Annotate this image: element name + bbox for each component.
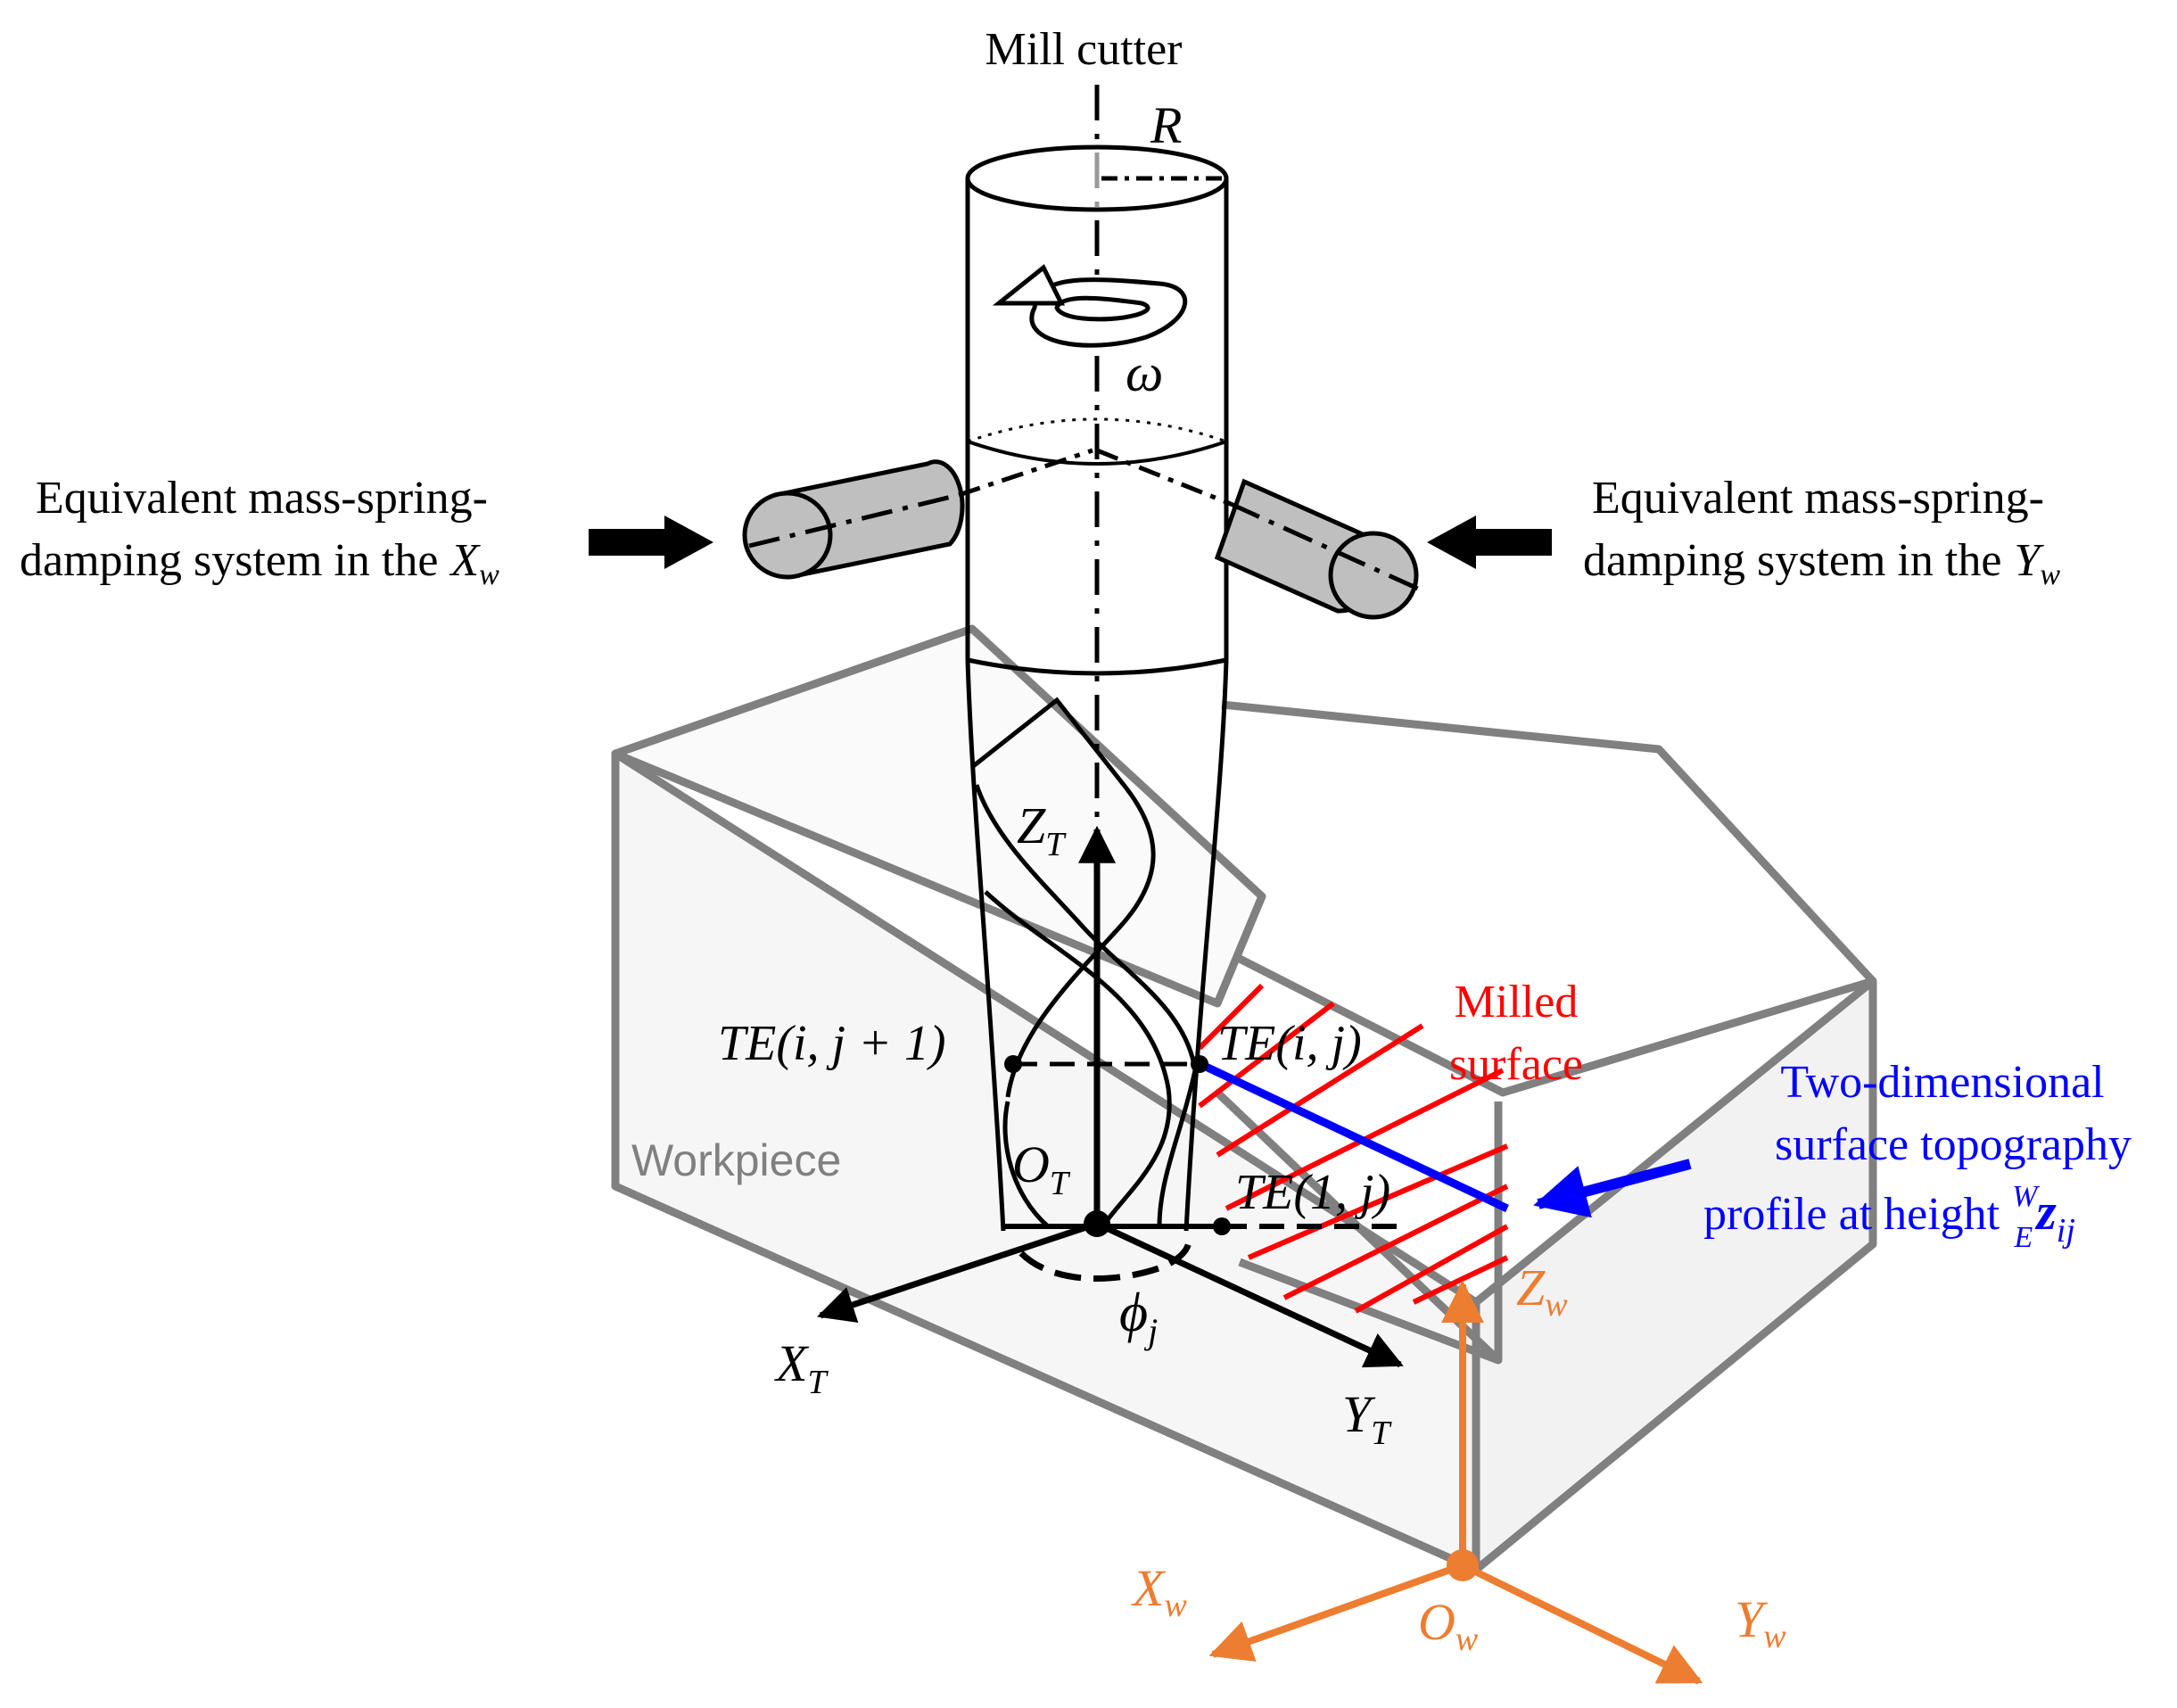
workpiece-frame xyxy=(1208,1280,1703,1685)
tool-frame xyxy=(817,825,1404,1368)
x-t-axis xyxy=(817,1220,1099,1324)
o-w-label: Ow xyxy=(1418,1593,1479,1658)
workpiece-side-face xyxy=(1472,977,1877,1574)
z-w-label: Zw xyxy=(1516,1258,1568,1324)
x-w-axis xyxy=(1208,1562,1464,1663)
rotation-arrow-icon xyxy=(992,264,1188,348)
o-t-sub: T xyxy=(1050,1165,1071,1202)
profile-presub: E xyxy=(2013,1221,2033,1254)
x-w-label: Xw xyxy=(1131,1559,1187,1624)
damper-x-line2-text: damping system in the xyxy=(20,535,438,586)
damper-y-line1: Equivalent mass-spring- xyxy=(1592,473,2044,524)
te-ij1-label: TE(i, j + 1) xyxy=(718,1016,946,1071)
profile-line3-text: profile at height xyxy=(1703,1189,2000,1240)
mill-cutter-label: Mill cutter xyxy=(985,24,1183,75)
flute-5 xyxy=(1157,1069,1198,1227)
flute-2 xyxy=(974,784,1198,1071)
damper-x-line1: Equivalent mass-spring- xyxy=(36,473,488,524)
damper-y-sub: w xyxy=(2040,558,2060,591)
y-t-label: YT xyxy=(1342,1385,1392,1452)
workpiece-slot-bottom xyxy=(1238,1258,1500,1365)
te-1j-point xyxy=(1213,1217,1231,1235)
mill-cutter xyxy=(965,85,1229,1232)
damper-arrows xyxy=(589,516,1552,569)
milled-label-line1: Milled xyxy=(1455,977,1579,1027)
o-t-main: O xyxy=(1012,1135,1050,1193)
phi-angle-arc xyxy=(1018,1234,1192,1283)
x-t-main: X xyxy=(774,1334,810,1392)
workpiece-label: Workpiece xyxy=(631,1135,841,1185)
o-t-origin xyxy=(1084,1210,1110,1237)
flute-4 xyxy=(1002,1101,1050,1228)
milled-label-line2: surface xyxy=(1449,1039,1583,1090)
flute-1 xyxy=(970,697,1156,1098)
profile-sub: ij xyxy=(2057,1212,2075,1250)
o-w-origin xyxy=(1447,1549,1479,1581)
profile-label-line1: Two-dimensional xyxy=(1780,1057,2104,1108)
profile-pointer-arrow xyxy=(1533,1159,1692,1218)
o-w-main: O xyxy=(1418,1593,1455,1651)
surface-profile-line xyxy=(1202,1061,1509,1213)
damper-x-sub: w xyxy=(479,558,499,591)
z-w-main: Z xyxy=(1516,1258,1546,1316)
y-t-main: Y xyxy=(1342,1385,1376,1443)
profile-label-line2: surface topography xyxy=(1775,1119,2132,1170)
damper-y-arrow xyxy=(1427,516,1552,569)
y-w-axis xyxy=(1461,1562,1703,1685)
damper-y-line2-text: damping system in the xyxy=(1583,535,2001,586)
x-t-label: XT xyxy=(774,1334,829,1401)
damper-x xyxy=(742,448,1093,580)
te-ij1-point xyxy=(1004,1055,1022,1073)
damper-x-axis: X xyxy=(449,535,481,586)
damper-y xyxy=(1096,448,1420,620)
y-w-sub: w xyxy=(1763,1618,1786,1655)
phi-main: ϕ xyxy=(1119,1283,1148,1343)
damper-y-axis: Y xyxy=(2014,535,2044,586)
profile-sup: W xyxy=(2012,1180,2040,1213)
o-t-label: OT xyxy=(1012,1135,1071,1202)
y-t-sub: T xyxy=(1371,1415,1392,1452)
damper-y-line2: damping system in the Yw xyxy=(1583,535,2060,591)
x-w-sub: w xyxy=(1164,1587,1187,1624)
x-t-sub: T xyxy=(807,1364,829,1401)
phi-label: ϕj xyxy=(1119,1283,1158,1351)
te-1j-label: TE(1, j) xyxy=(1235,1165,1390,1220)
workpiece-block xyxy=(611,624,1877,1574)
radius-label: R xyxy=(1150,96,1182,154)
damper-x-arrow xyxy=(589,516,713,569)
x-w-main: X xyxy=(1131,1559,1167,1617)
o-w-sub: w xyxy=(1455,1621,1479,1658)
te-ij-label: TE(i, j) xyxy=(1217,1016,1362,1071)
omega-label: ω xyxy=(1126,343,1163,402)
z-t-label: ZT xyxy=(1017,796,1067,863)
workpiece-back-edge xyxy=(1221,700,1876,985)
phi-sub: j xyxy=(1143,1311,1158,1351)
cutter-top-ellipse xyxy=(965,144,1229,212)
y-t-axis xyxy=(1095,1220,1404,1368)
y-w-main: Y xyxy=(1735,1590,1769,1648)
y-w-label: Yw xyxy=(1735,1590,1786,1655)
te-ij-point xyxy=(1191,1055,1208,1073)
z-t-main: Z xyxy=(1017,796,1046,854)
z-t-sub: T xyxy=(1045,826,1067,863)
profile-var: z xyxy=(2034,1183,2057,1241)
z-w-sub: w xyxy=(1545,1286,1568,1324)
workpiece-slot-edge xyxy=(1237,954,1875,1097)
